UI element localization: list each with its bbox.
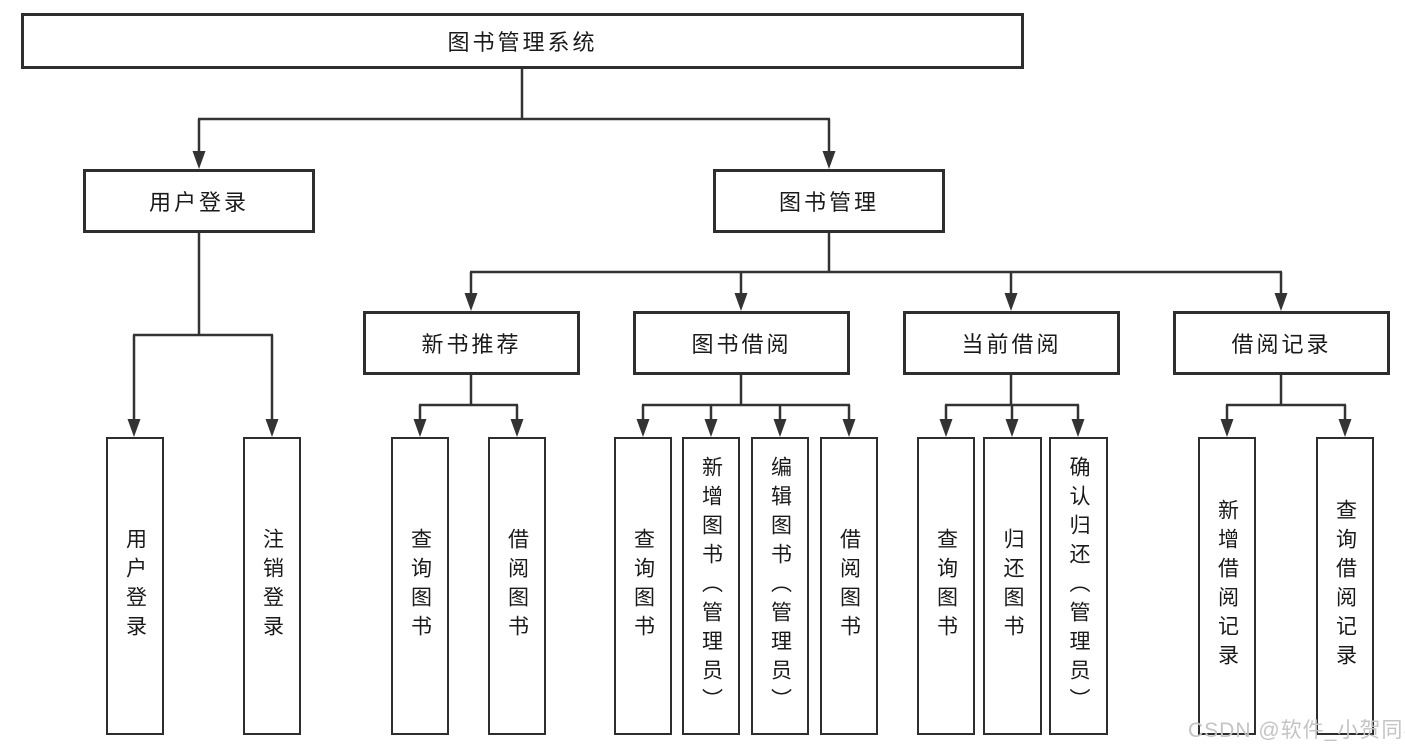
leaf-add-books-admin: 新增图书（管理员） — [682, 437, 740, 735]
leaf-edit-books-admin-label: 编辑图书（管理员） — [768, 455, 792, 717]
leaf-confirm-return-admin-label: 确认归还（管理员） — [1067, 455, 1090, 717]
leaf-borrow-books-2-label: 借阅图书 — [837, 528, 861, 644]
node-root-label: 图书管理系统 — [447, 30, 598, 55]
leaf-borrow-books-1: 借阅图书 — [488, 437, 546, 735]
leaf-logout-label: 注销登录 — [260, 528, 284, 644]
tree-edges — [132, 69, 1347, 421]
node-current-borrowing: 当前借阅 — [903, 311, 1120, 375]
leaf-query-books-3: 查询图书 — [917, 437, 975, 735]
leaf-logout: 注销登录 — [243, 437, 301, 735]
leaf-add-borrow-record: 新增借阅记录 — [1198, 437, 1256, 735]
leaf-return-books-label: 归还图书 — [1001, 528, 1024, 644]
node-book-management-label: 图书管理 — [778, 190, 879, 215]
leaf-add-books-admin-label: 新增图书（管理员） — [699, 455, 723, 717]
node-new-book-recommend-label: 新书推荐 — [421, 332, 522, 357]
leaf-confirm-return-admin: 确认归还（管理员） — [1049, 437, 1108, 735]
node-current-borrowing-label: 当前借阅 — [961, 332, 1062, 357]
arrowheads — [127, 151, 1352, 437]
leaf-query-borrow-record: 查询借阅记录 — [1316, 437, 1374, 735]
node-borrowing-records: 借阅记录 — [1173, 311, 1390, 375]
node-user-login: 用户登录 — [83, 169, 315, 233]
csdn-watermark: CSDN @软件_小贺同学 — [1188, 719, 1405, 742]
node-new-book-recommend: 新书推荐 — [363, 311, 580, 375]
node-user-login-label: 用户登录 — [148, 190, 249, 215]
leaf-user-login-label: 用户登录 — [123, 528, 147, 644]
leaf-borrow-books-2: 借阅图书 — [820, 437, 878, 735]
leaf-query-books-2-label: 查询图书 — [631, 528, 655, 644]
leaf-query-borrow-record-label: 查询借阅记录 — [1333, 499, 1357, 673]
leaf-return-books: 归还图书 — [983, 437, 1042, 735]
leaf-query-books-3-label: 查询图书 — [934, 528, 958, 644]
leaf-add-borrow-record-label: 新增借阅记录 — [1215, 499, 1239, 673]
leaf-borrow-books-1-label: 借阅图书 — [505, 528, 529, 644]
leaf-query-books-1: 查询图书 — [391, 437, 449, 735]
leaf-user-login: 用户登录 — [106, 437, 164, 735]
node-root: 图书管理系统 — [21, 13, 1024, 69]
leaf-query-books-1-label: 查询图书 — [408, 528, 432, 644]
node-book-borrowing-label: 图书借阅 — [691, 332, 792, 357]
node-borrowing-records-label: 借阅记录 — [1231, 332, 1332, 357]
node-book-management: 图书管理 — [713, 169, 945, 233]
leaf-query-books-2: 查询图书 — [614, 437, 672, 735]
leaf-edit-books-admin: 编辑图书（管理员） — [751, 437, 809, 735]
node-book-borrowing: 图书借阅 — [633, 311, 850, 375]
